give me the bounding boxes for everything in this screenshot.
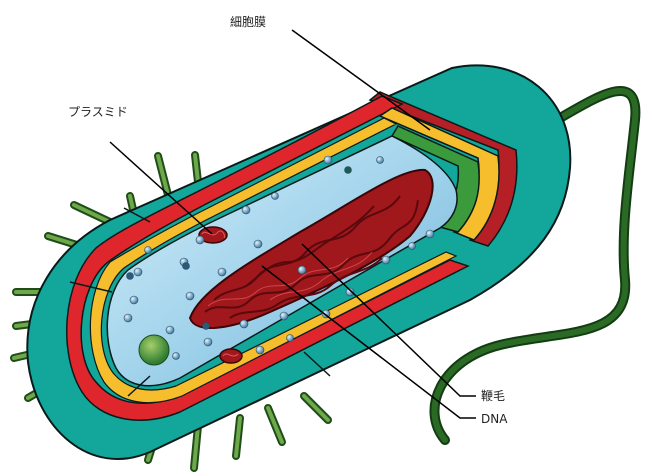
- dna-label: DNA: [481, 412, 508, 426]
- storage-granule: [139, 335, 169, 365]
- plasmid-2: [220, 349, 242, 363]
- plasmid-label: プラスミド: [68, 105, 128, 119]
- membrane-label: 細胞膜: [230, 15, 266, 29]
- flagellum-label: 鞭毛: [481, 389, 505, 403]
